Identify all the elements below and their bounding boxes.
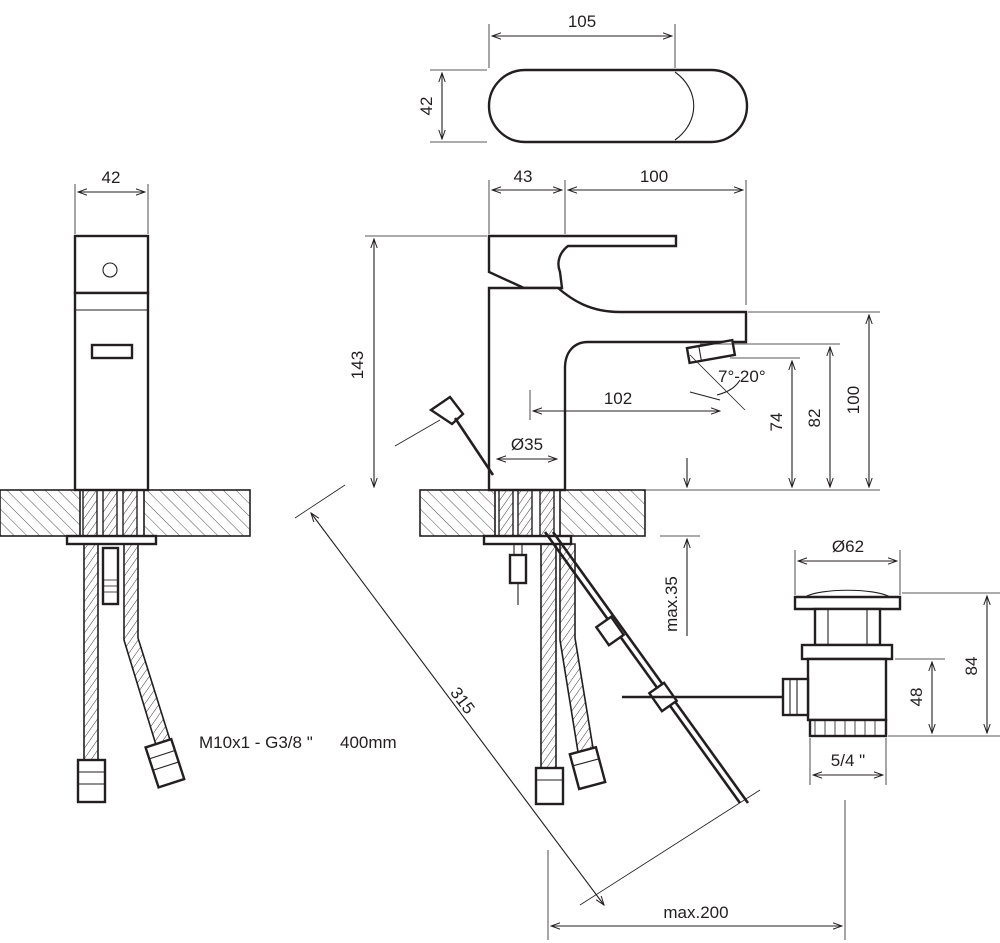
- waste-view: Ø62 84 48 5/4 ": [781, 537, 1000, 785]
- dim-base-diameter: Ø35: [511, 435, 543, 454]
- waste-tailpiece: [808, 718, 888, 738]
- dim-waste-body-height: 48: [907, 688, 926, 707]
- side-shank-3: [122, 489, 138, 537]
- front-deck-right: [559, 489, 646, 537]
- dim-spout-projection: 102: [604, 389, 632, 408]
- side-handle: [73, 234, 150, 295]
- dim-top-height: 42: [417, 97, 436, 116]
- waste-side-port: [781, 677, 810, 717]
- front-shank-1: [498, 489, 514, 537]
- pull-rod-knob: [428, 395, 465, 426]
- top-view: 105 42: [417, 12, 749, 144]
- hose-length-label: 400mm: [340, 733, 397, 752]
- front-hose-nut-left: [534, 766, 565, 806]
- side-deck-right: [143, 489, 251, 537]
- dim-deck-thickness: max.35: [662, 576, 681, 632]
- dim-pull-rod-length: 315: [446, 684, 478, 718]
- waste-flange: [793, 595, 902, 611]
- front-deck-left: [419, 489, 496, 537]
- dim-line-315: [311, 513, 604, 905]
- dim-body-width: 43: [514, 167, 533, 186]
- side-mount-plate: [65, 534, 158, 546]
- front-hose-nut-right: [568, 745, 607, 791]
- hose-connection-label: M10x1 - G3/8 ": [199, 733, 313, 752]
- pull-rod-clip-1: [594, 615, 626, 647]
- dim-height-74: 74: [767, 413, 786, 432]
- side-hose-right: [123, 543, 171, 747]
- side-shank-1: [82, 489, 98, 537]
- front-view: 43 100 7°-20° 102 143 Ø35 7: [294, 167, 880, 940]
- dim-top-width: 105: [568, 12, 596, 31]
- side-handle-hole: [102, 262, 118, 278]
- front-handle: [487, 234, 678, 290]
- dim-height-100: 100: [844, 386, 863, 414]
- side-view: 42 M10x1 - G3/8 " 400mm: [0, 168, 397, 804]
- front-shank-3: [539, 489, 555, 537]
- side-hose-nut-left: [76, 758, 107, 804]
- side-deck-left: [0, 489, 81, 537]
- side-body: [73, 291, 150, 492]
- waste-nut: [800, 643, 894, 661]
- dim-waste-height: 84: [962, 657, 981, 676]
- dim-spout-reach: 100: [640, 167, 668, 186]
- waste-body: [806, 657, 888, 722]
- side-aerator: [90, 343, 134, 360]
- side-shank-2: [102, 489, 118, 537]
- side-hose-nut-right: [144, 737, 186, 789]
- dim-rod-reach: max.200: [663, 903, 728, 922]
- front-shank-2: [517, 489, 533, 537]
- dim-waste-thread: 5/4 ": [831, 751, 865, 770]
- side-hose-left: [83, 543, 99, 761]
- dim-side-width: 42: [102, 168, 121, 187]
- handle-plan-outline: [487, 68, 749, 144]
- dim-waste-diameter: Ø62: [832, 537, 864, 556]
- dim-height-82: 82: [805, 409, 824, 428]
- side-threaded-stud: [101, 546, 120, 606]
- handle-plan-inner-curve: [674, 71, 695, 141]
- front-hose-left: [540, 543, 557, 771]
- waste-neck: [813, 607, 882, 647]
- front-threaded-stud: [508, 553, 528, 585]
- dim-aerator-angle: 7°-20°: [718, 367, 766, 386]
- front-body-spout: [487, 286, 748, 492]
- dim-height-total: 143: [348, 351, 367, 379]
